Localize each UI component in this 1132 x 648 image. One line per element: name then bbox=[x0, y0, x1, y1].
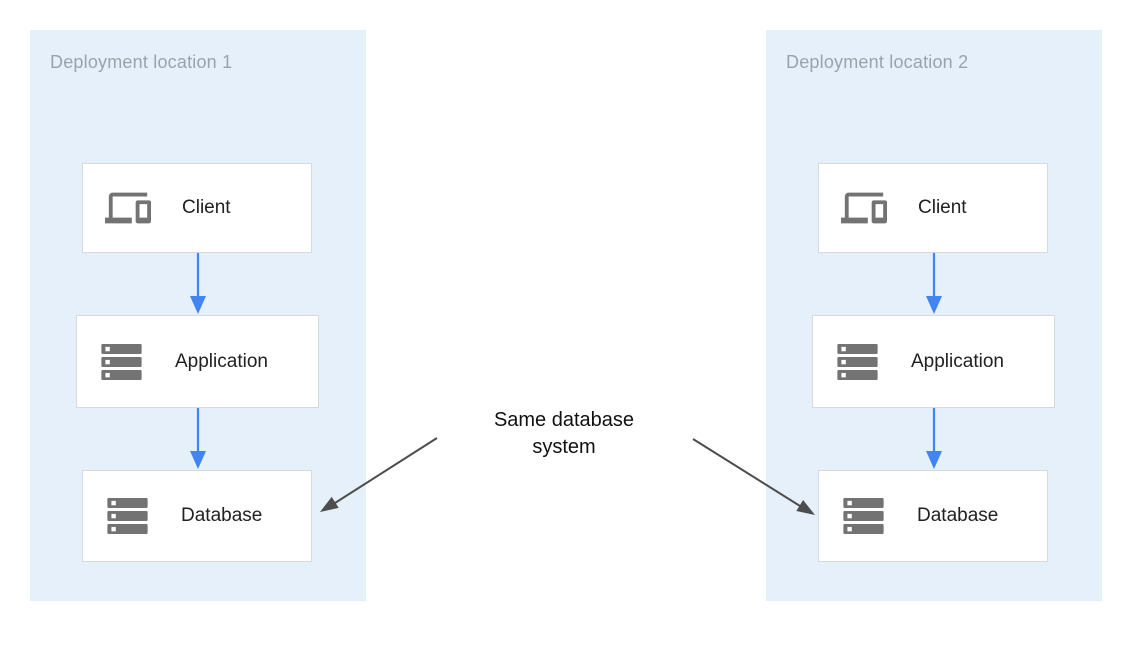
server-stack-icon bbox=[100, 493, 155, 539]
node-label: Application bbox=[175, 350, 268, 372]
server-stack-icon bbox=[836, 493, 891, 539]
server-stack-icon bbox=[830, 339, 885, 385]
node-label: Database bbox=[917, 505, 999, 526]
node-client-1: Client bbox=[82, 163, 312, 253]
server-stack-icon bbox=[94, 339, 149, 385]
panel-title: Deployment location 1 bbox=[50, 52, 233, 72]
node-label: Client bbox=[918, 197, 967, 218]
node-application-2: Application bbox=[812, 315, 1055, 408]
node-database-1: Database bbox=[82, 470, 312, 562]
deployment-location-2-panel: Deployment location 2 Client bbox=[766, 30, 1102, 601]
node-label: Database bbox=[181, 505, 263, 526]
devices-icon bbox=[100, 185, 156, 231]
node-label: Client bbox=[182, 197, 231, 218]
node-application-1: Application bbox=[76, 315, 319, 408]
node-label: Application bbox=[911, 350, 1004, 372]
node-client-2: Client bbox=[818, 163, 1048, 253]
node-database-2: Database bbox=[818, 470, 1048, 562]
panel-title: Deployment location 2 bbox=[786, 52, 969, 72]
devices-icon bbox=[836, 185, 892, 231]
deployment-location-1-panel: Deployment location 1 Client bbox=[30, 30, 366, 601]
same-database-annotation: Same database system bbox=[493, 409, 635, 458]
